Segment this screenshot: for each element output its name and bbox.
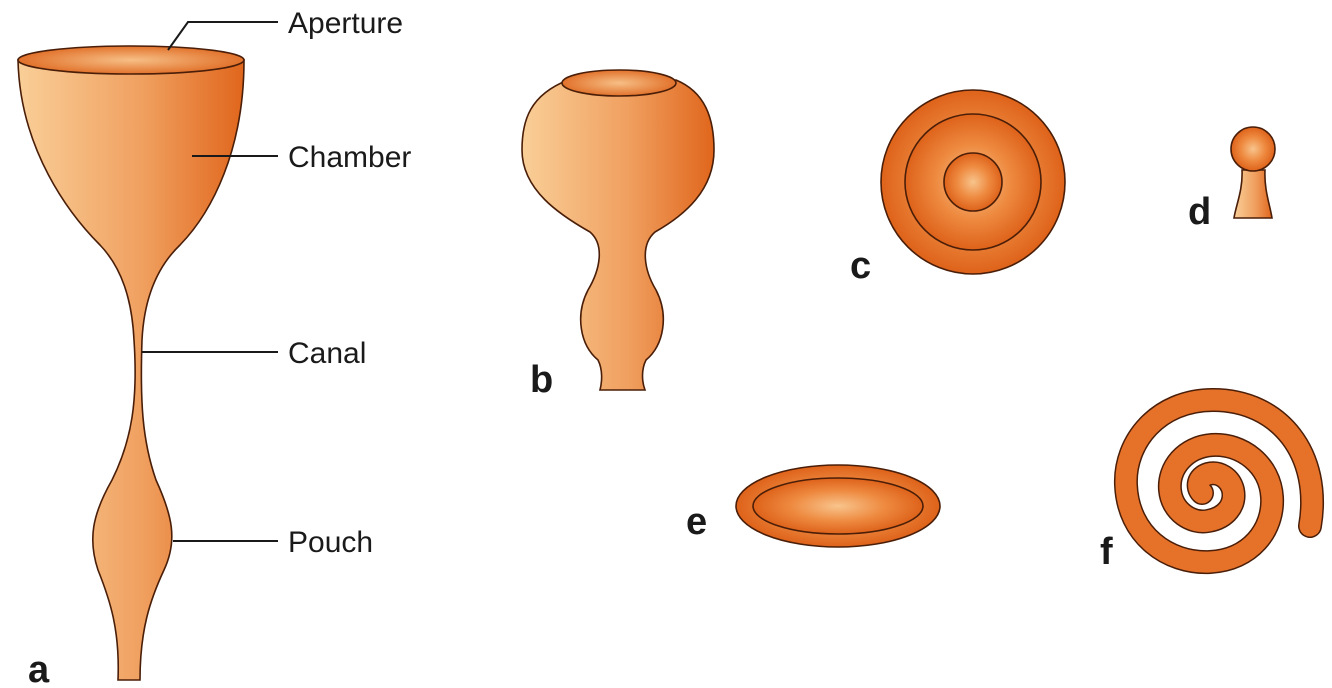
shell-c-inner-ring xyxy=(944,153,1002,211)
canal-label: Canal xyxy=(288,337,366,370)
panel-letter-a: a xyxy=(28,649,50,688)
shell-a-body xyxy=(18,60,244,680)
shell-f-spiral-fill xyxy=(1126,400,1312,562)
panel-e-shell xyxy=(736,465,940,547)
panel-b-shell xyxy=(522,70,714,390)
panel-a-shell xyxy=(18,46,244,680)
aperture-label: Aperture xyxy=(288,7,403,40)
shell-d-head xyxy=(1231,127,1275,171)
shell-e-inner xyxy=(753,478,923,534)
panel-c-shell xyxy=(881,90,1065,274)
shell-b-aperture xyxy=(562,70,676,96)
panel-letter-d: d xyxy=(1188,191,1211,233)
shell-a-aperture xyxy=(18,46,244,74)
panel-letter-c: c xyxy=(850,245,871,287)
panel-letter-b: b xyxy=(530,359,553,401)
shell-d-stalk xyxy=(1234,170,1272,218)
panel-letter-e: e xyxy=(686,501,707,543)
pouch-label: Pouch xyxy=(288,526,373,559)
aperture-leader xyxy=(168,22,278,50)
panel-letter-f: f xyxy=(1100,531,1113,573)
panel-f-shell xyxy=(1126,400,1312,562)
panel-d-shell xyxy=(1231,127,1275,218)
chamber-label: Chamber xyxy=(288,141,411,174)
shell-b-body xyxy=(522,80,714,390)
